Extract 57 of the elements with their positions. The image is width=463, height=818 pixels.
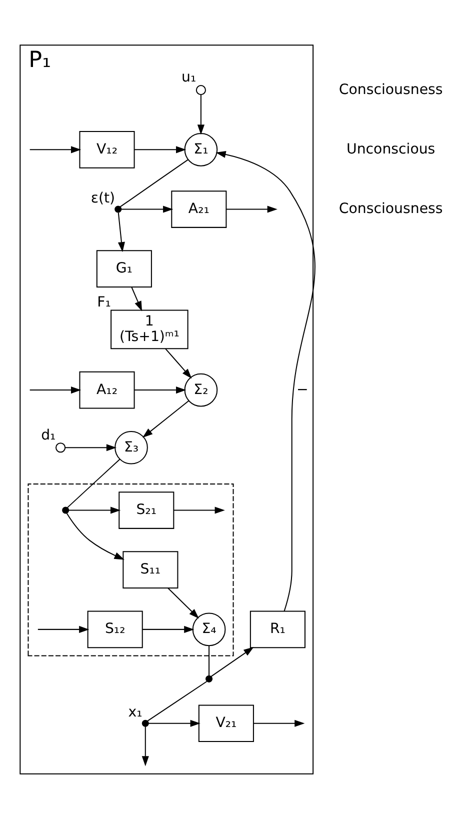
node-label: ε(t)	[90, 190, 116, 206]
node-circle: Σ₁	[184, 132, 218, 166]
node-circle	[114, 205, 122, 212]
node-label: F₁	[97, 294, 111, 310]
node-circle	[62, 506, 70, 514]
arrow	[38, 625, 90, 632]
node-box: V₂₁	[198, 704, 254, 742]
node-circle	[56, 442, 66, 452]
node-circle	[142, 719, 149, 726]
node-box: V₁₂	[79, 130, 135, 168]
arrow	[174, 506, 225, 514]
node-box: A₂₁	[171, 190, 227, 228]
node-box: R₁	[250, 610, 306, 648]
arrow	[142, 625, 194, 632]
connector	[120, 158, 188, 207]
node-circle: Σ₂	[184, 372, 218, 406]
node-box: S₁₂	[87, 610, 143, 648]
connector	[208, 645, 210, 676]
arrow	[121, 205, 174, 212]
node-circle: Σ₃	[114, 430, 148, 464]
arrow	[165, 348, 192, 378]
connector	[67, 458, 120, 508]
node-box: G₁	[96, 250, 152, 288]
arrow	[142, 726, 149, 766]
arrow	[210, 646, 254, 676]
node-circle	[206, 674, 213, 682]
node-circle: Σ₄	[192, 612, 226, 646]
label: Consciousness	[338, 81, 443, 98]
connector	[147, 680, 208, 721]
arrow	[226, 205, 278, 212]
arrow	[134, 146, 186, 153]
arrow	[254, 719, 305, 726]
node-label: d₁	[41, 426, 56, 443]
arrow	[216, 150, 316, 611]
arrow	[66, 512, 124, 560]
cluster	[28, 482, 234, 656]
node-label: u₁	[182, 69, 196, 86]
node-box: 1 (Ts+1)ᵐ¹	[110, 309, 188, 349]
arrow	[68, 506, 121, 514]
arrow	[148, 719, 200, 726]
node-box: A₁₂	[79, 370, 135, 408]
edge-label: −	[296, 381, 308, 398]
arrow	[65, 444, 117, 451]
label: Consciousness	[338, 200, 443, 216]
arrow	[118, 212, 125, 252]
arrow	[30, 386, 82, 394]
arrow	[131, 286, 142, 311]
node-circle	[196, 84, 206, 95]
node-box: S₂₁	[118, 491, 174, 528]
node-label: x₁	[128, 704, 142, 720]
arrow	[134, 386, 186, 394]
arrow	[168, 587, 200, 618]
arrow	[197, 94, 204, 134]
label: Unconscious	[346, 140, 436, 157]
arrow	[30, 146, 82, 153]
arrow	[142, 400, 190, 438]
node-box: S₁₁	[122, 550, 178, 588]
